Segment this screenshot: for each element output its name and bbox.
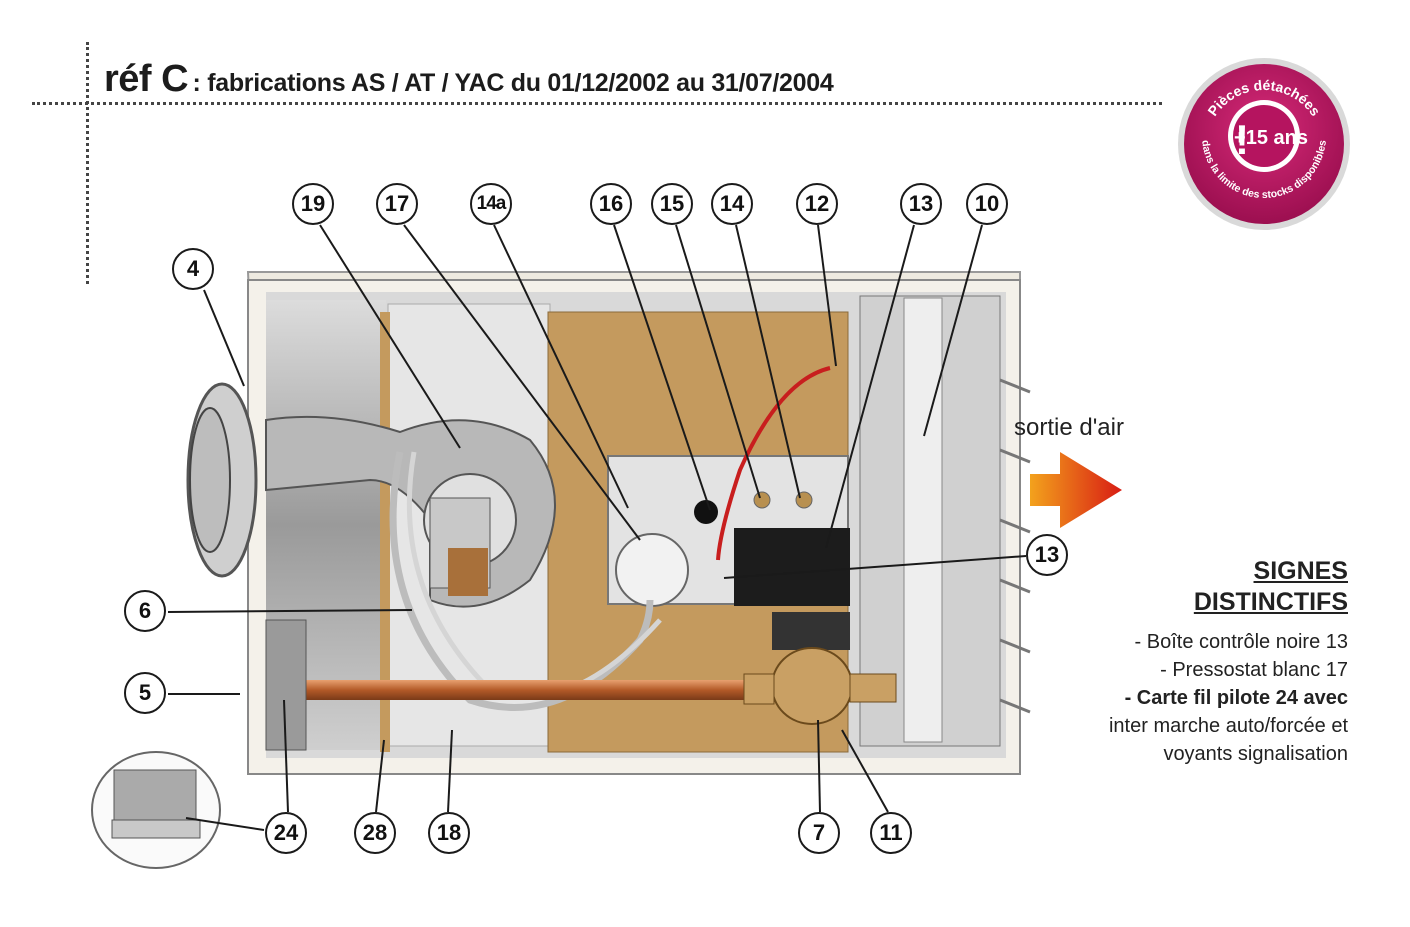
- callout-10: 10: [966, 183, 1008, 225]
- list-item: inter marche auto/forcée et: [1108, 715, 1348, 737]
- callout-24: 24: [265, 812, 307, 854]
- distinctive-signs: SIGNES DISTINCTIFS - Boîte contrôle noir…: [1109, 556, 1348, 768]
- red-wire: [716, 366, 831, 561]
- list-item: - Boîte contrôle noire 13: [1134, 631, 1348, 653]
- gas-valve: [771, 647, 853, 725]
- callout-6: 6: [124, 590, 166, 632]
- signs-list: - Boîte contrôle noire 13 - Pressostat b…: [1109, 628, 1348, 768]
- badge-main: +15 ans: [1234, 127, 1308, 149]
- air-outlet-arrow: [1030, 452, 1122, 528]
- pressostat: [615, 533, 689, 607]
- callout-4: 4: [172, 248, 214, 290]
- grey-hoses: [389, 451, 654, 711]
- gas-valve-coil: [772, 612, 850, 650]
- callout-16: 16: [590, 183, 632, 225]
- callout-7: 7: [798, 812, 840, 854]
- copper-pipe: [266, 680, 756, 700]
- callout-13-top: 13: [900, 183, 942, 225]
- callout-14a: 14a: [470, 183, 512, 225]
- callout-19: 19: [292, 183, 334, 225]
- ref-label: réf C: [104, 58, 189, 100]
- callout-13-side: 13: [1026, 534, 1068, 576]
- dotted-vertical-separator: [86, 42, 89, 284]
- list-item: - Pressostat blanc 17: [1160, 659, 1348, 681]
- callout-18: 18: [428, 812, 470, 854]
- air-outlet-label: sortie d'air: [1014, 414, 1124, 441]
- page-title: réf C : fabrications AS / AT / YAC du 01…: [104, 58, 834, 101]
- spare-parts-badge: Pièces détachées dans la limite des stoc…: [1178, 58, 1350, 230]
- callout-28: 28: [354, 812, 396, 854]
- dotted-separator: [32, 102, 1162, 105]
- callout-12: 12: [796, 183, 838, 225]
- callout-11: 11: [870, 812, 912, 854]
- callout-5: 5: [124, 672, 166, 714]
- callout-17: 17: [376, 183, 418, 225]
- list-item: - Carte fil pilote 24 avec: [1124, 687, 1348, 709]
- callout-14: 14: [711, 183, 753, 225]
- control-box-13: [734, 528, 850, 606]
- production-dates: : fabrications AS / AT / YAC du 01/12/20…: [192, 69, 834, 97]
- signs-heading-2: DISTINCTIFS: [1193, 588, 1348, 616]
- exclamation-icon: !: [1235, 116, 1249, 163]
- list-item: voyants signalisation: [1163, 743, 1348, 765]
- leader-lines: [167, 224, 1027, 831]
- signs-heading-1: SIGNES: [1253, 557, 1348, 585]
- callout-15: 15: [651, 183, 693, 225]
